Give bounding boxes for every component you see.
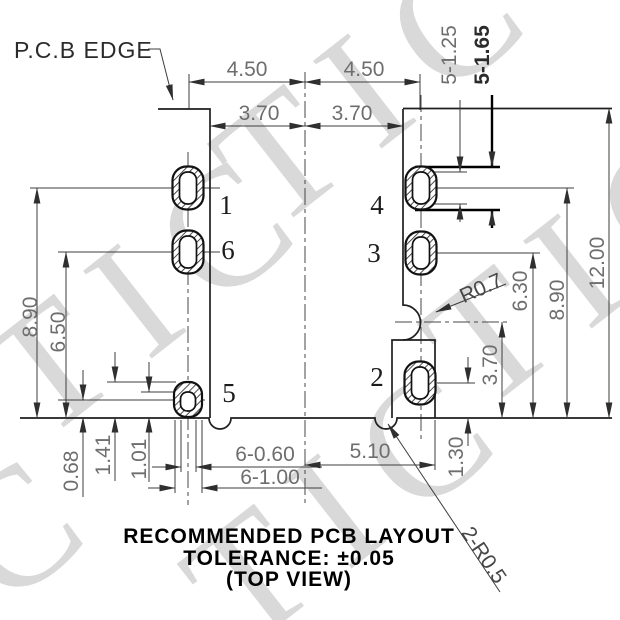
dim-notch-y-offset: 3.70 xyxy=(479,345,502,386)
dim-total-height: 12.00 xyxy=(586,237,609,290)
dimension-labels: 4.50 4.50 3.70 3.70 5-1.25 5-1.65 8.90 6… xyxy=(19,25,609,492)
pad-2 xyxy=(403,360,437,406)
pad-number-1: 1 xyxy=(219,190,233,220)
pad-4 xyxy=(404,165,438,211)
dim-body-half-left: 3.70 xyxy=(239,102,280,125)
pad-6 xyxy=(171,229,205,275)
centerlines xyxy=(187,72,508,505)
dim-pitch-left: 4.50 xyxy=(227,58,268,81)
pcb-edge-leader xyxy=(148,48,174,101)
pad-1 xyxy=(171,165,205,211)
pad-3 xyxy=(404,230,438,276)
leader-lines xyxy=(148,48,507,593)
dim-pad5-outer-offset: 1.41 xyxy=(92,435,115,476)
dim-pad3-row-height: 6.30 xyxy=(509,271,532,312)
pcb-edge-label: P.C.B EDGE xyxy=(14,37,153,63)
dim-pad5-center-offset: 0.68 xyxy=(60,451,83,492)
dim-notch-x-offset: 5.10 xyxy=(350,440,391,463)
pads xyxy=(171,165,438,419)
pad-number-6: 6 xyxy=(221,235,235,265)
dim-right-pad-row-height: 8.90 xyxy=(546,280,569,321)
dim-pad6-row-height: 6.50 xyxy=(47,312,70,353)
right-wall-with-notch xyxy=(402,109,422,341)
title-line1: RECOMMENDED PCB LAYOUT xyxy=(123,525,455,548)
bottom-notch-radius-label: 2-R0.5 xyxy=(456,523,510,588)
dim-left-pad-row-height: 8.90 xyxy=(19,297,42,338)
pad-5 xyxy=(172,380,204,419)
dim-pad2-center-offset: 1.30 xyxy=(445,437,468,478)
pad-number-2: 2 xyxy=(370,362,384,392)
pad-number-4: 4 xyxy=(370,190,384,220)
pad-number-3: 3 xyxy=(367,238,381,268)
dim-body-half-right: 3.70 xyxy=(332,102,373,125)
dimension-lines xyxy=(33,78,613,497)
title-block: RECOMMENDED PCB LAYOUT TOLERANCE: ±0.05 … xyxy=(123,525,455,591)
dim-hole-height: 5-1.25 xyxy=(438,25,461,85)
dim-pitch-right: 4.50 xyxy=(344,58,385,81)
dim-pad5-hole-offset: 1.01 xyxy=(128,439,151,480)
dim-pad-height: 5-1.65 xyxy=(471,25,494,85)
pad-number-5: 5 xyxy=(222,378,236,408)
bottom-notch-leader xyxy=(387,423,501,593)
title-line3: (TOP VIEW) xyxy=(226,568,352,591)
title-line2: TOLERANCE: ±0.05 xyxy=(183,547,395,570)
dim-pad-width: 6-1.00 xyxy=(240,466,300,489)
dim-hole-width: 6-0.60 xyxy=(235,443,295,466)
pcb-edge-left xyxy=(158,108,211,418)
side-notch-leader xyxy=(435,283,507,313)
